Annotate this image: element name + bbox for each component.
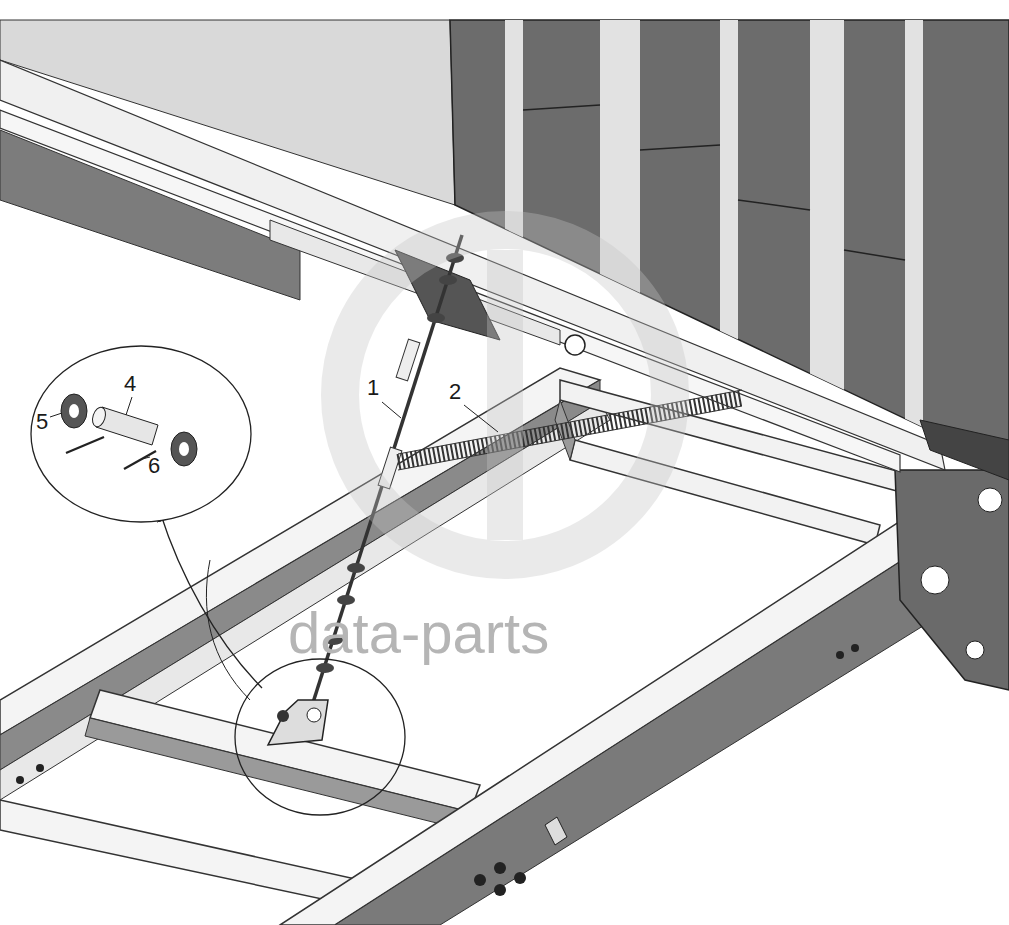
telescopic-rod bbox=[439, 275, 457, 285]
leader-lines bbox=[382, 402, 401, 418]
callout-number: 6 bbox=[148, 455, 160, 477]
watermark-logo bbox=[487, 250, 523, 540]
tipper-body bbox=[738, 200, 810, 210]
chassis-frame bbox=[16, 776, 24, 784]
chassis-frame bbox=[494, 884, 506, 896]
telescopic-rod bbox=[347, 563, 365, 573]
pin-parts bbox=[66, 437, 104, 453]
tipper-body bbox=[920, 420, 1009, 480]
chassis-frame bbox=[966, 641, 984, 659]
pin-parts bbox=[50, 394, 197, 469]
tipper-body bbox=[720, 20, 738, 480]
tipper-body bbox=[844, 250, 905, 260]
telescopic-rod bbox=[268, 700, 328, 745]
chassis-frame bbox=[36, 764, 44, 772]
chassis-frame bbox=[836, 651, 844, 659]
inset-ellipse bbox=[31, 346, 251, 522]
return-spring bbox=[398, 406, 742, 470]
tipper-body bbox=[0, 130, 300, 300]
leader-lines bbox=[206, 560, 250, 700]
telescopic-rod bbox=[396, 339, 420, 381]
watermark: data-parts bbox=[288, 604, 549, 662]
pin-parts bbox=[126, 397, 132, 415]
callout-number: 2 bbox=[449, 381, 461, 403]
leader-lines bbox=[464, 405, 498, 432]
callout-number: 4 bbox=[124, 373, 136, 395]
telescopic-rod bbox=[316, 663, 334, 673]
chassis-frame bbox=[335, 520, 965, 925]
detail-inset: 4 5 6 bbox=[30, 345, 252, 523]
chassis-frame bbox=[514, 872, 526, 884]
pin-parts bbox=[69, 404, 79, 418]
chassis-frame bbox=[474, 874, 486, 886]
pin-parts bbox=[90, 406, 108, 429]
chassis-frame bbox=[0, 800, 360, 905]
leader-lines bbox=[235, 659, 405, 815]
tipper-body bbox=[905, 20, 923, 480]
chassis-frame bbox=[280, 505, 965, 925]
callout-number: 5 bbox=[36, 411, 48, 433]
tipper-body bbox=[640, 145, 720, 150]
pin-parts bbox=[61, 394, 87, 428]
watermark-logo bbox=[340, 230, 670, 560]
pin-parts bbox=[50, 413, 62, 417]
return-spring bbox=[398, 398, 742, 462]
inset-ellipse bbox=[30, 345, 252, 523]
tipper-body bbox=[523, 105, 600, 110]
watermark-logo bbox=[340, 230, 670, 560]
chassis-frame bbox=[895, 470, 1009, 690]
telescopic-rod bbox=[277, 710, 289, 722]
pin-parts bbox=[171, 432, 197, 466]
callout-number: 1 bbox=[367, 377, 379, 399]
telescopic-rod bbox=[427, 313, 445, 323]
tipper-body bbox=[565, 335, 585, 355]
pin-parts bbox=[179, 442, 189, 456]
tipper-body bbox=[810, 20, 844, 480]
chassis-frame bbox=[921, 566, 949, 594]
telescopic-rod bbox=[307, 708, 321, 722]
leader-lines bbox=[160, 512, 262, 688]
chassis-frame bbox=[978, 488, 1002, 512]
chassis-frame bbox=[851, 644, 859, 652]
chassis-frame bbox=[494, 862, 506, 874]
chassis-frame bbox=[545, 817, 567, 845]
